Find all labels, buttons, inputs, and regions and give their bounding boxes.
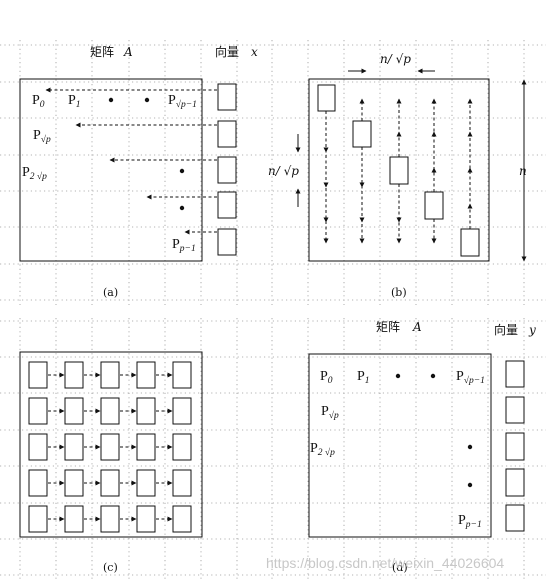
panel-c-block xyxy=(64,397,84,425)
panel-c-block xyxy=(28,361,48,389)
panel-c-block xyxy=(28,469,48,497)
panel-a-matrix-label: 矩阵 xyxy=(90,45,114,59)
panel-d-p-sqrt: P√p xyxy=(321,404,339,421)
panel-a-caption: (a) xyxy=(103,286,118,299)
panel-a-vector-cell xyxy=(217,156,237,184)
panel-b-block xyxy=(352,120,372,148)
panel-a: 矩阵 A 向量 x P0 P1 P√p−1 P√p P2 √ xyxy=(19,44,258,299)
panel-b: n/ √p n/ √p n (b) xyxy=(268,52,527,299)
panel-a-dot xyxy=(144,97,150,103)
panel-c-block xyxy=(100,433,120,461)
panel-c-block xyxy=(100,361,120,389)
panel-c-block xyxy=(172,469,192,497)
panel-d-dot xyxy=(430,373,436,379)
panel-a-p1: P1 xyxy=(68,93,81,110)
panel-d-vector-cell xyxy=(505,432,525,461)
panel-a-vector-label: 向量 xyxy=(215,44,239,59)
panel-d-matrix-symbol: A xyxy=(412,320,422,334)
panel-d-dot xyxy=(467,482,473,488)
panel-a-dot xyxy=(108,97,114,103)
panel-d-vector-symbol: y xyxy=(528,323,536,337)
panel-a-p-sqrt: P√p xyxy=(33,128,51,145)
panel-a-vector-cell xyxy=(217,191,237,219)
panel-a-matrix-symbol: A xyxy=(123,45,133,59)
panel-c-block xyxy=(100,397,120,425)
panel-d-p0: P0 xyxy=(320,369,333,386)
panel-c-block xyxy=(64,433,84,461)
panel-d-p-last: Pp−1 xyxy=(458,513,482,530)
panel-b-block xyxy=(424,191,444,220)
panel-c-block xyxy=(136,505,156,533)
panel-d-caption: (d) xyxy=(392,561,408,574)
panel-c-block xyxy=(136,397,156,425)
panel-a-dot xyxy=(179,205,185,211)
panel-c-caption: (c) xyxy=(103,561,118,574)
panel-d-vector-cell xyxy=(505,360,525,388)
panel-b-right-label: n xyxy=(519,164,527,178)
panel-b-caption: (b) xyxy=(391,286,407,299)
panel-c: (c) xyxy=(19,351,203,574)
panel-c-block xyxy=(172,397,192,425)
panel-c-block xyxy=(64,505,84,533)
panel-b-block xyxy=(460,228,480,257)
panel-a-vector-cell xyxy=(217,83,237,111)
panel-d-matrix-label: 矩阵 xyxy=(376,320,400,334)
panel-c-block xyxy=(172,361,192,389)
panel-c-block xyxy=(100,469,120,497)
panel-a-matrix-box xyxy=(19,78,203,262)
panel-d-matrix-box xyxy=(308,353,492,538)
panel-d-p-2sqrt: P2 √p xyxy=(310,441,335,458)
panel-c-block xyxy=(28,433,48,461)
panel-b-block xyxy=(389,156,409,185)
panel-c-block xyxy=(64,361,84,389)
panel-a-p-2sqrt: P2 √p xyxy=(22,165,47,182)
panel-b-top-label: n/ √p xyxy=(380,52,411,66)
panel-c-matrix-box xyxy=(19,351,203,538)
panel-a-vector-symbol: x xyxy=(251,45,258,59)
panel-c-block xyxy=(100,505,120,533)
panel-a-vector-cell xyxy=(217,228,237,256)
panel-d-dot xyxy=(395,373,401,379)
panel-a-p0: P0 xyxy=(32,93,45,110)
panel-c-block xyxy=(172,433,192,461)
panel-b-block xyxy=(317,84,336,112)
dotted-grid xyxy=(0,40,546,580)
watermark: https://blog.csdn.net/weixin_44026604 xyxy=(266,555,504,571)
panel-d: 矩阵 A 向量 y P0 P1 P√p−1 P√p P2 √p Pp−1 (d) xyxy=(308,320,536,574)
panel-a-dot xyxy=(179,168,185,174)
panel-d-p1: P1 xyxy=(357,369,370,386)
panel-d-vector-label: 向量 xyxy=(494,322,518,337)
panel-d-vector-cell xyxy=(505,396,525,424)
panel-c-block xyxy=(64,469,84,497)
panel-c-block xyxy=(136,361,156,389)
panel-a-p-last: Pp−1 xyxy=(172,237,196,254)
panel-d-dot xyxy=(467,444,473,450)
panel-c-block xyxy=(136,469,156,497)
panel-c-block xyxy=(172,505,192,533)
panel-c-block xyxy=(136,433,156,461)
panel-a-vector-cell xyxy=(217,120,237,148)
panel-c-block xyxy=(28,505,48,533)
panel-d-p-sqrt-minus-1: P√p−1 xyxy=(456,369,485,386)
panel-b-matrix-box xyxy=(308,78,490,262)
panel-d-vector-cell xyxy=(505,504,525,532)
panel-b-left-label: n/ √p xyxy=(268,164,299,178)
panel-d-vector-cell xyxy=(505,468,525,497)
panel-a-p-sqrt-minus-1: P√p−1 xyxy=(168,93,197,110)
panel-c-block xyxy=(28,397,48,425)
